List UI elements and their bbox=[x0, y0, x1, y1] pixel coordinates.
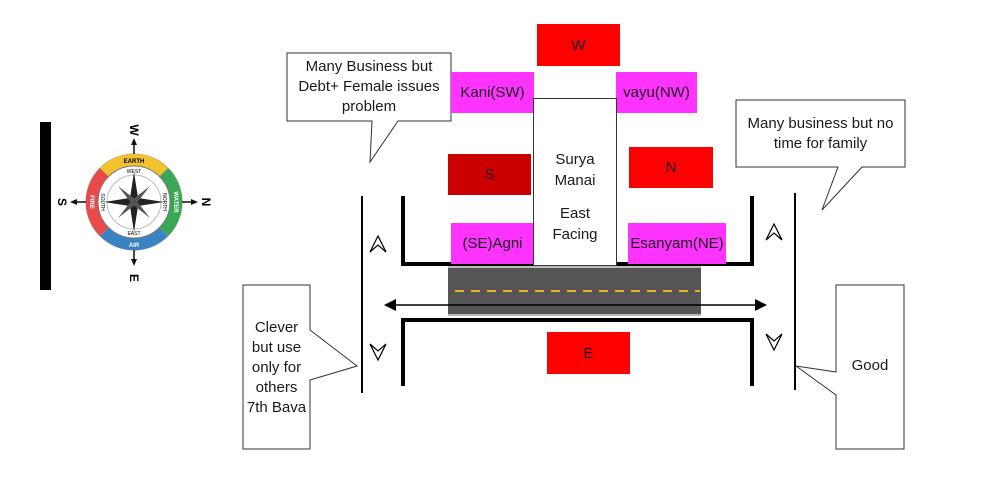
callout-bottom-left-text: Clever but use only for others 7th Bava bbox=[243, 318, 310, 418]
inner-label-north: NORTH bbox=[161, 193, 167, 211]
earth-segment bbox=[100, 153, 168, 177]
callout-top-left-text: Many Business but Debt+ Female issues pr… bbox=[287, 57, 451, 117]
callout-bottom-left-line-1: Clever bbox=[254, 319, 299, 336]
direction-box-north: N bbox=[629, 147, 713, 188]
ring-label-fire: FIRE bbox=[88, 195, 94, 209]
water-segment bbox=[159, 168, 183, 236]
callout-top-left-line-2: Debt+ Female issues bbox=[298, 78, 440, 95]
compass-letter-w: W bbox=[127, 124, 141, 136]
house-facing-line-2: Facing bbox=[552, 226, 598, 243]
house-title: Surya Manai bbox=[534, 149, 616, 191]
direction-box-south: S bbox=[448, 154, 531, 195]
callout-bottom-right bbox=[795, 284, 905, 450]
right-down-arrow-icon bbox=[765, 333, 783, 352]
callout-top-right bbox=[735, 99, 906, 211]
lower-plot-bracket bbox=[401, 318, 754, 386]
left-up-arrow-icon bbox=[369, 234, 387, 253]
callout-top-left-line-3: problem bbox=[341, 98, 397, 115]
direction-box-northeast: Esanyam(NE) bbox=[628, 223, 726, 264]
house-facing-line-1: East bbox=[559, 205, 590, 222]
compass-letter-n: N bbox=[199, 198, 213, 207]
air-segment bbox=[100, 227, 168, 251]
ring-label-earth: EARTH bbox=[124, 159, 145, 165]
callout-bottom-left bbox=[242, 284, 359, 450]
ring-label-air: AIR bbox=[129, 243, 140, 249]
ring-label-water: WATER bbox=[172, 191, 178, 213]
left-down-arrow-icon bbox=[369, 343, 387, 362]
compass-letter-s: S bbox=[55, 198, 69, 206]
inner-label-east: EAST bbox=[127, 231, 140, 237]
direction-box-northwest: vayu(NW) bbox=[616, 72, 697, 113]
direction-box-southwest: Kani(SW) bbox=[451, 72, 534, 113]
inner-label-west: WEST bbox=[127, 169, 141, 175]
callout-bottom-left-line-4: others bbox=[255, 379, 298, 396]
callout-top-left bbox=[286, 52, 452, 164]
house-block: Surya Manai East Facing bbox=[533, 98, 617, 266]
compass-side-panel bbox=[40, 122, 51, 290]
callout-top-left-line-1: Many Business but bbox=[305, 58, 433, 75]
house-title-line-2: Manai bbox=[554, 172, 596, 189]
right-up-arrow-icon bbox=[765, 222, 783, 241]
callout-top-right-text: Many business but no time for family bbox=[736, 114, 905, 154]
fire-segment bbox=[85, 168, 109, 236]
direction-box-east: E bbox=[547, 332, 630, 374]
inner-label-south: SOUTH bbox=[99, 193, 105, 211]
house-facing: East Facing bbox=[534, 203, 616, 245]
compass-letter-e: E bbox=[127, 274, 141, 282]
callout-top-right-line-1: Many business but no bbox=[747, 115, 894, 132]
house-title-line-1: Surya bbox=[555, 151, 595, 168]
direction-box-southeast: (SE)Agni bbox=[451, 223, 534, 264]
callout-top-right-line-2: time for family bbox=[773, 135, 868, 152]
callout-bottom-right-text: Good bbox=[851, 357, 889, 374]
direction-box-west: W bbox=[537, 24, 620, 66]
callout-bottom-left-line-3: only for bbox=[251, 359, 302, 376]
callout-bottom-left-line-2: but use bbox=[251, 339, 302, 356]
callout-bottom-left-line-5: 7th Bava bbox=[246, 399, 307, 416]
